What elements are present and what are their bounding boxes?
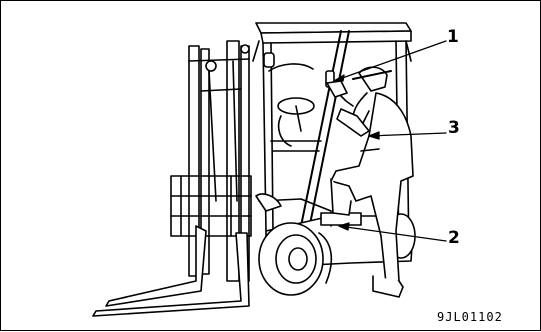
carriage-and-forks	[93, 176, 281, 316]
callout-1-label: 1	[447, 29, 459, 46]
callout-2-label: 2	[448, 230, 460, 247]
figure-reference-code: 9JL01102	[437, 310, 503, 324]
front-wheel	[259, 223, 331, 295]
steering-and-seat	[264, 53, 334, 146]
callout-3-label: 3	[448, 120, 460, 137]
